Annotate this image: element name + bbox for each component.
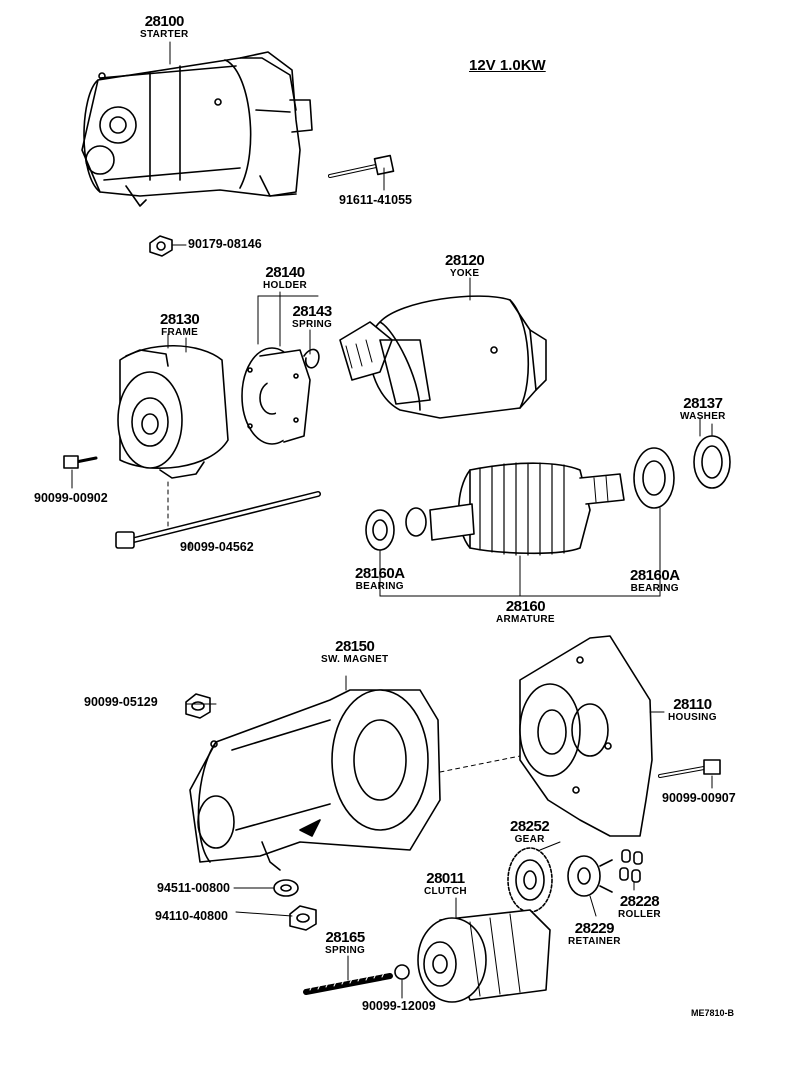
nut-94110-drawing [289, 905, 317, 931]
label-28165: 28165 SPRING [325, 930, 365, 956]
label-28150: 28150 SW. MAGNET [321, 639, 388, 665]
part-number: 28130 [160, 311, 200, 328]
part-number: 28137 [683, 395, 723, 412]
washer-94511-drawing [273, 879, 299, 897]
spec-title: 12V 1.0KW [469, 57, 546, 74]
label-28140: 28140 HOLDER [263, 265, 307, 291]
part-number: 28140 [265, 264, 305, 281]
bolt-90099-00907-drawing [658, 759, 721, 789]
part-name: HOUSING [668, 712, 717, 723]
part-number: 28160A [355, 565, 405, 582]
label-90099-12009: 90099-12009 [362, 999, 436, 1013]
bolt-91611-drawing [328, 154, 395, 191]
label-28160A-right: 28160A BEARING [630, 568, 680, 594]
part-name: BEARING [630, 583, 679, 594]
part-number: 28165 [325, 929, 365, 946]
part-name: SPRING [325, 945, 366, 956]
label-28252: 28252 GEAR [510, 818, 550, 845]
part-number: 28160 [505, 598, 546, 615]
nut-90099-05129-drawing [185, 693, 211, 719]
roller-drawing [619, 849, 643, 883]
starter-assembly-drawing [81, 51, 313, 207]
housing-drawing [439, 635, 665, 837]
part-name: HOLDER [263, 280, 308, 291]
label-28011: 28011 CLUTCH [424, 871, 467, 897]
label-28130: 28130 FRAME [160, 311, 200, 338]
leader-lines [169, 41, 701, 917]
part-number: 28160A [630, 567, 680, 584]
spring-drawing [303, 955, 393, 995]
part-number: 28228 [619, 893, 660, 910]
label-28160: 28160 ARMATURE [496, 599, 555, 625]
label-90099-05129: 90099-05129 [84, 695, 158, 709]
label-94511-00800: 94511-00800 [157, 881, 230, 895]
retainer-drawing [567, 855, 613, 897]
label-28120: 28120 YOKE [445, 252, 485, 279]
label-28137: 28137 WASHER [680, 396, 726, 422]
label-28228: 28228 ROLLER [618, 894, 661, 920]
frame-drawing [117, 333, 229, 479]
gear-drawing [507, 847, 553, 913]
label-28100: 28100 STARTER [140, 14, 189, 40]
part-name: FRAME [161, 327, 199, 338]
part-name: SPRING [292, 319, 333, 330]
label-90099-00907: 90099-00907 [662, 791, 736, 805]
diagram-code: ME7810-B [691, 1008, 735, 1018]
part-name: SW. MAGNET [321, 654, 389, 665]
label-28143: 28143 SPRING [292, 304, 332, 330]
part-number: 28110 [673, 696, 712, 713]
bearing-right-drawing [633, 447, 675, 509]
part-name: YOKE [449, 268, 480, 279]
part-number: 28150 [335, 638, 375, 655]
clutch-drawing [417, 897, 551, 1003]
part-number: 28100 [144, 13, 185, 30]
yoke-drawing [339, 295, 547, 419]
label-90179-08146: 90179-08146 [188, 237, 262, 251]
holder-drawing [241, 295, 320, 445]
part-name: CLUTCH [424, 886, 467, 897]
part-number: 28229 [574, 920, 615, 937]
label-90099-00902: 90099-00902 [34, 491, 108, 505]
through-bolt-drawing [115, 481, 321, 549]
label-28160A-left: 28160A BEARING [355, 566, 405, 592]
part-number: 28143 [292, 303, 332, 320]
label-28110: 28110 HOUSING [668, 697, 717, 723]
armature-drawing [379, 462, 661, 597]
part-name: STARTER [140, 29, 189, 40]
nut-90179-drawing [149, 235, 187, 257]
label-91611-41055: 91611-41055 [339, 193, 412, 207]
bolt-90099-00902-drawing [63, 455, 98, 489]
part-name: GEAR [514, 834, 545, 845]
part-number: 28011 [426, 870, 465, 887]
part-name: ROLLER [618, 909, 661, 920]
part-name: BEARING [355, 581, 404, 592]
part-name: RETAINER [568, 936, 621, 947]
sw-magnet-drawing [189, 675, 441, 871]
part-name: WASHER [680, 411, 726, 422]
bearing-left-drawing [365, 509, 395, 551]
label-28229: 28229 RETAINER [568, 921, 621, 947]
ball-drawing [394, 964, 410, 999]
part-number: 28120 [445, 252, 485, 269]
label-90099-04562: 90099-04562 [180, 540, 254, 554]
washer-drawing [693, 423, 731, 489]
part-name: ARMATURE [496, 614, 555, 625]
part-number: 28252 [510, 818, 550, 835]
label-94110-40800: 94110-40800 [155, 909, 228, 923]
